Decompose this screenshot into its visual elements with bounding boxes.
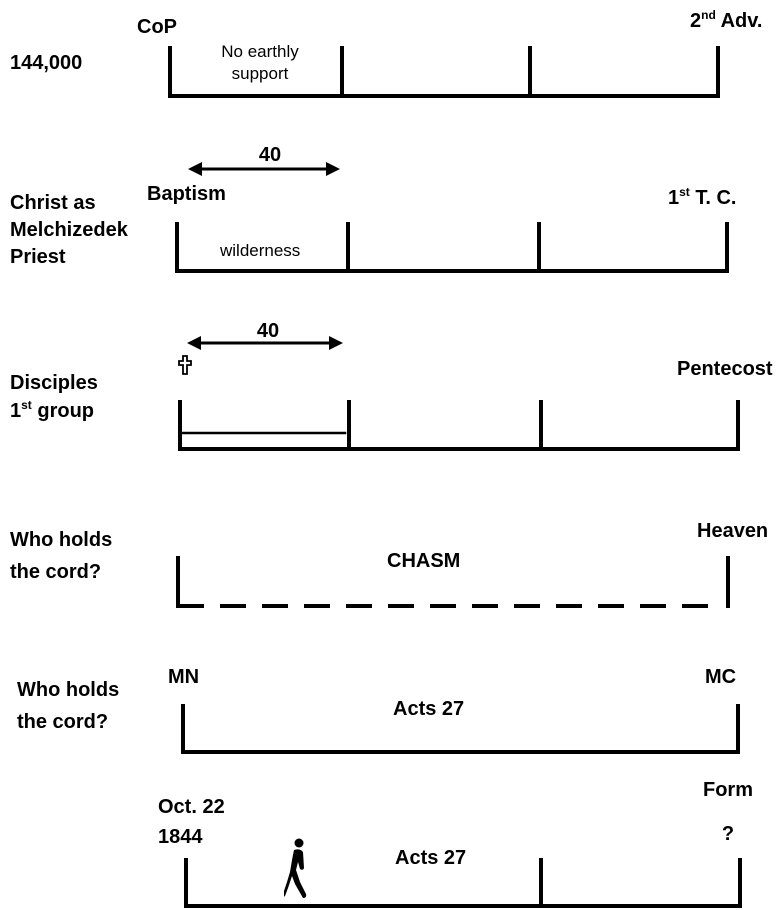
span-arrow-double	[188, 162, 340, 176]
cross-icon	[178, 355, 192, 375]
end-label-1st-tc: 1st T. C.	[668, 185, 737, 209]
span-arrow-double	[187, 336, 343, 350]
end-label-form: Form ?	[703, 779, 753, 845]
end-label-2nd-adv: 2nd Adv.	[690, 8, 763, 32]
center-label-chasm: CHASM	[387, 550, 461, 572]
timeline-chasm	[176, 556, 730, 608]
walking-person-icon	[284, 838, 307, 898]
row-label-who-holds-cord: Who holds the cord?	[10, 529, 113, 583]
row-label-1st-group: 1st group	[10, 398, 95, 422]
span-label-40: 40	[256, 320, 280, 342]
center-label-acts-27: Acts 27	[395, 847, 467, 869]
segment-note-wilderness: wilderness	[220, 241, 301, 260]
end-label-pentecost: Pentecost	[677, 358, 773, 380]
timeline-144000	[168, 46, 720, 98]
start-label-cop: CoP	[137, 16, 177, 38]
row-label-christ-melchizedek: Christ as Melchizedek Priest	[10, 192, 128, 268]
timeline-disciples	[178, 400, 740, 451]
row-label-who-holds-cord: Who holds the cord?	[17, 679, 120, 733]
row-label-disciples: Disciples	[10, 372, 98, 394]
segment-note: No earthly support	[221, 42, 299, 83]
span-label-40: 40	[258, 144, 282, 166]
center-label-acts-27: Acts 27	[393, 698, 465, 720]
start-label-mn: MN	[168, 666, 200, 688]
start-label-oct-22-1844: Oct. 22 1844	[158, 796, 225, 848]
timeline-1844	[184, 858, 742, 908]
row-label-144000: 144,000	[10, 52, 83, 74]
timeline-mn-mc	[181, 704, 740, 754]
end-label-heaven: Heaven	[697, 520, 769, 542]
timeline-melchizedek	[175, 222, 729, 273]
start-label-baptism: Baptism	[147, 183, 226, 205]
end-label-mc: MC	[705, 666, 737, 688]
